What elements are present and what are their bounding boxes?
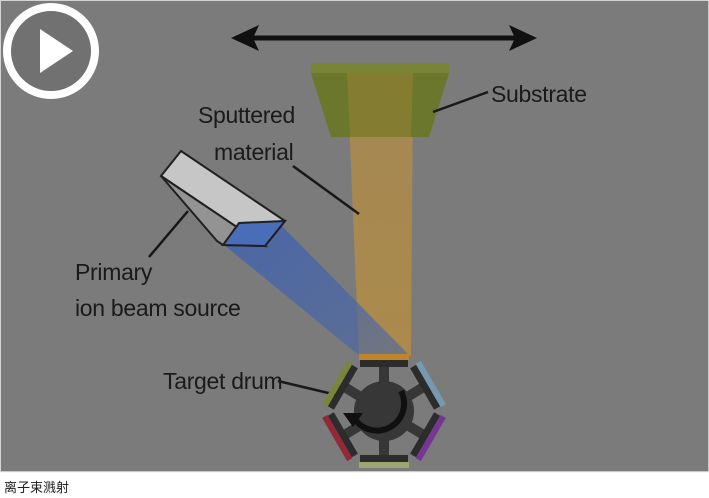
target-plate bbox=[322, 414, 353, 462]
target-drum bbox=[322, 354, 446, 468]
sputtering-diagram bbox=[1, 1, 709, 473]
primary-label-line2: ion beam source bbox=[75, 295, 241, 321]
rotation-arrow-icon bbox=[343, 389, 408, 434]
primary-label-line1: Primary bbox=[75, 259, 153, 285]
ion-source bbox=[159, 149, 288, 248]
video-overlay bbox=[1, 1, 709, 473]
target-plate bbox=[415, 360, 446, 408]
target-plate bbox=[415, 414, 446, 462]
substrate bbox=[311, 63, 449, 137]
sputter-plume bbox=[347, 73, 413, 357]
sputtered-label-line2: material bbox=[214, 139, 294, 165]
target-plate bbox=[359, 354, 409, 360]
double-arrow-icon bbox=[231, 25, 537, 51]
caption: 离子束溅射 bbox=[4, 481, 70, 496]
target-drum-label: Target drum bbox=[163, 368, 283, 394]
video-frame[interactable]: Substrate Sputtered material Primary ion… bbox=[0, 0, 709, 473]
substrate-label: Substrate bbox=[491, 81, 587, 107]
play-icon[interactable] bbox=[1, 1, 101, 101]
ion-beam bbox=[223, 222, 411, 357]
target-plate bbox=[322, 360, 353, 408]
target-plate bbox=[359, 462, 409, 468]
sputtered-label-line1: Sputtered bbox=[198, 102, 296, 128]
